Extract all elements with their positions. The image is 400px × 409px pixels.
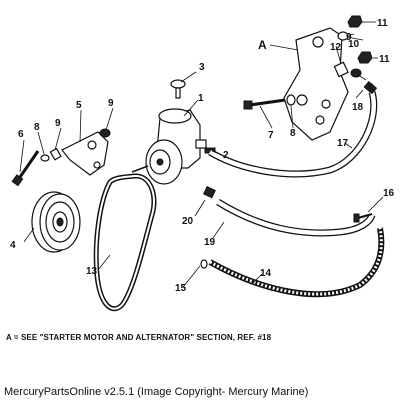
o-ring-15[interactable] <box>200 259 208 269</box>
callout-19: 19 <box>204 237 216 248</box>
braided-hose[interactable] <box>208 227 385 298</box>
callout-8-right: 8 <box>290 128 296 139</box>
washer-8[interactable] <box>40 154 50 162</box>
callout-6: 6 <box>18 129 24 140</box>
pump-bracket[interactable] <box>61 131 109 176</box>
copyright-footer: MercuryPartsOnline v2.5.1 (Image Copyrig… <box>4 386 309 398</box>
callout-2: 2 <box>223 150 229 161</box>
callout-5: 5 <box>76 100 82 111</box>
filler-cap[interactable] <box>170 79 186 99</box>
callout-4: 4 <box>10 240 16 251</box>
callout-3: 3 <box>199 62 205 73</box>
drive-belt[interactable] <box>93 173 157 312</box>
callout-17: 17 <box>337 138 349 149</box>
section-note: A = SEE "STARTER MOTOR AND ALTERNATOR" S… <box>6 333 272 342</box>
power-steering-parts-diagram: A 1 2 3 4 5 6 7 8 8 9 9 9 9 10 11 11 12 … <box>10 15 395 312</box>
washer-9-upper[interactable] <box>99 128 111 138</box>
pressure-hose[interactable] <box>216 199 376 237</box>
return-hose[interactable] <box>208 91 378 178</box>
callout-9-left: 9 <box>55 118 61 129</box>
callout-13: 13 <box>86 266 98 277</box>
callout-a: A <box>258 38 267 52</box>
callout-9-right: 9 <box>368 82 374 93</box>
callout-labels: A 1 2 3 4 5 6 7 8 8 9 9 9 9 10 11 11 12 … <box>10 18 395 294</box>
pulley[interactable] <box>31 191 81 253</box>
leader-lines <box>19 21 384 288</box>
callout-8-left: 8 <box>34 122 40 133</box>
washer-8-right[interactable] <box>286 94 296 106</box>
bolt-7[interactable] <box>243 98 286 110</box>
section-a-leader <box>269 44 299 51</box>
callout-11-upper: 11 <box>377 18 388 29</box>
alternator-bracket[interactable] <box>283 27 349 141</box>
nut-11-upper[interactable] <box>347 15 363 28</box>
bolt-6[interactable] <box>11 150 40 187</box>
callout-18: 18 <box>352 102 364 113</box>
hose-fitting-20[interactable] <box>203 186 216 199</box>
callout-11-lower: 11 <box>379 54 390 65</box>
nut-11-lower[interactable] <box>357 51 373 64</box>
callout-9-mid: 9 <box>108 98 114 109</box>
washer-10[interactable] <box>337 31 349 41</box>
power-steering-pump[interactable] <box>131 108 207 185</box>
callout-16: 16 <box>383 188 395 199</box>
spacer-9[interactable] <box>49 147 62 161</box>
hose-fitting-16[interactable] <box>353 213 373 223</box>
callout-9-upper-right: 9 <box>346 32 352 43</box>
callout-14: 14 <box>260 268 272 279</box>
callout-7: 7 <box>268 130 274 141</box>
callout-10: 10 <box>348 39 360 50</box>
hose-fitting-18[interactable] <box>363 81 378 95</box>
spacer-12[interactable] <box>333 61 349 78</box>
callout-12: 12 <box>330 42 342 53</box>
callout-1: 1 <box>198 93 204 104</box>
callout-15: 15 <box>175 283 187 294</box>
callout-20: 20 <box>182 216 194 227</box>
